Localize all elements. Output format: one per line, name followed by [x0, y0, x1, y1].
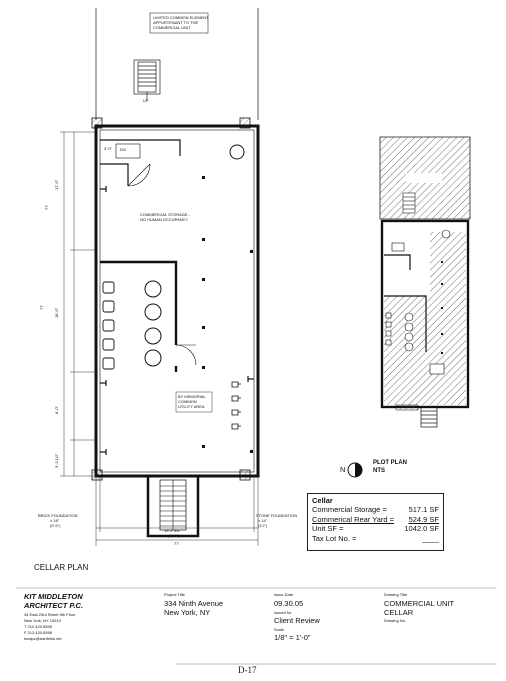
- area-row: Commerical Rear Yard = 524.9 SF: [312, 514, 439, 524]
- storage-note-box: [136, 211, 202, 225]
- stair-dn-label: DN: [120, 147, 126, 152]
- left-foundation-line-1: BRICK FOUNDATION: [38, 513, 78, 518]
- project-title-line-2: New York, NY: [164, 608, 211, 617]
- meter-bank: [102, 281, 115, 370]
- plot-plan-subtitle: NTS: [373, 468, 385, 474]
- area-row: Unit SF = 1042.0 SF: [312, 524, 439, 534]
- dim-bottom-total: 77': [174, 541, 180, 546]
- utility-equipment: [231, 381, 241, 430]
- issue-date: 09.30.05: [274, 599, 304, 608]
- issue-date-label: Issue Date: [274, 592, 294, 597]
- utility-area-box: [175, 391, 213, 413]
- dimension-lines-left: [60, 131, 96, 477]
- drawing-title-label: Drawing Title: [384, 592, 408, 597]
- issued-for: Client Review: [274, 616, 320, 625]
- firm-address-1: 34 East 23rd Street 5th Floor: [24, 612, 76, 617]
- area-row: Commercial Storage = 517.1 SF: [312, 505, 439, 515]
- wall-fixtures: [100, 186, 254, 455]
- firm-email: kmapc@earthlink.net: [24, 636, 62, 641]
- dim-bottom-inner: 19'-2 3/4": [164, 528, 181, 533]
- storage-note-line-2: NO HUMAN OCCUPANCY: [140, 217, 189, 222]
- exterior-stair-top: [133, 59, 161, 100]
- left-foundation-line-3: (0' 6"): [50, 523, 61, 528]
- issued-for-label: Issued for: [274, 610, 292, 615]
- plot-plan-title: PLOT PLAN: [373, 460, 407, 466]
- dim-left-d: 3'-3 1/2": [54, 453, 59, 468]
- storage-note-line-1: COMMERCIAL STORAGE -: [140, 212, 191, 217]
- utility-note-line-3: UTILITY AREA: [178, 404, 205, 409]
- dim-left-total-2: 77': [39, 304, 44, 310]
- right-foundation-line-3: (1'2"): [258, 523, 268, 528]
- north-arrow: [347, 462, 363, 478]
- limited-common-element-box: [149, 12, 209, 34]
- drawing-title-line-1: COMMERCIAL UNIT: [384, 599, 455, 608]
- firm-fax: F 212.420.8598: [24, 630, 53, 635]
- utility-note-line-2: COMMON: [178, 399, 197, 404]
- right-foundation-line-1: STONE FOUNDATION: [256, 513, 297, 518]
- area-table-heading: Cellar: [312, 496, 333, 505]
- title-block-lines: [16, 587, 496, 665]
- firm-name-line-2: ARCHITECT P.C.: [24, 601, 84, 610]
- area-row: Tax Lot No. = ____: [312, 533, 439, 543]
- interior-partition: [100, 260, 178, 372]
- firm-phone: T 212.420.6595: [24, 624, 52, 629]
- top-note-line-1: LIMITED COMMON ELEMENT: [153, 15, 209, 20]
- structural-posts: [202, 176, 253, 453]
- front-stair: [146, 474, 200, 538]
- right-foundation-line-2: ± 14": [258, 518, 268, 523]
- dim-left-a: 17'-0": [54, 179, 59, 190]
- drawing-no-label: Drawing No.: [384, 618, 407, 623]
- dim-bottom-inner-sub: (19.6'): [168, 533, 180, 538]
- tank-circles: [144, 280, 162, 367]
- stair-up-label: UP: [143, 98, 149, 103]
- dimension-lines-bottom: [95, 476, 259, 546]
- top-note-line-3: COMMERCIAL UNIT: [153, 25, 191, 30]
- firm-name-line-1: KIT MIDDLETON: [24, 592, 83, 601]
- drawing-number: D-17: [238, 665, 257, 675]
- cellar-plan-label: CELLAR PLAN: [34, 563, 89, 572]
- top-note-line-2: APPURTENANT TO THE: [153, 20, 199, 25]
- area-schedule-table: Cellar Commercial Storage = 517.1 SF Com…: [307, 493, 444, 551]
- drawing-title-line-2: CELLAR: [384, 608, 414, 617]
- project-title-label: Project Title: [164, 592, 185, 597]
- scale-label: Scale: [274, 627, 285, 632]
- floor-drain: [229, 144, 245, 160]
- dim-left-c: 8'-0": [54, 406, 59, 414]
- dim-left-b: 18'-0": [54, 307, 59, 318]
- dim-top-small: 3'-0": [104, 146, 112, 151]
- north-label: N: [340, 465, 346, 474]
- project-title-line-1: 334 Ninth Avenue: [164, 599, 224, 608]
- plot-plan-drawing: [379, 136, 471, 428]
- utility-note-line-1: BY MEMORIAL: [178, 394, 206, 399]
- left-foundation-line-2: ± 18": [50, 518, 60, 523]
- rear-stair-enclosure: [100, 139, 181, 187]
- firm-address-2: New York, NY 10010: [24, 618, 61, 623]
- pier-top-right: [239, 117, 251, 129]
- partition-door-swing: [175, 344, 197, 366]
- dim-left-total: 77': [44, 204, 49, 210]
- rear-yard-outline: [95, 8, 259, 120]
- scale-value: 1/8" = 1'-0": [274, 633, 311, 642]
